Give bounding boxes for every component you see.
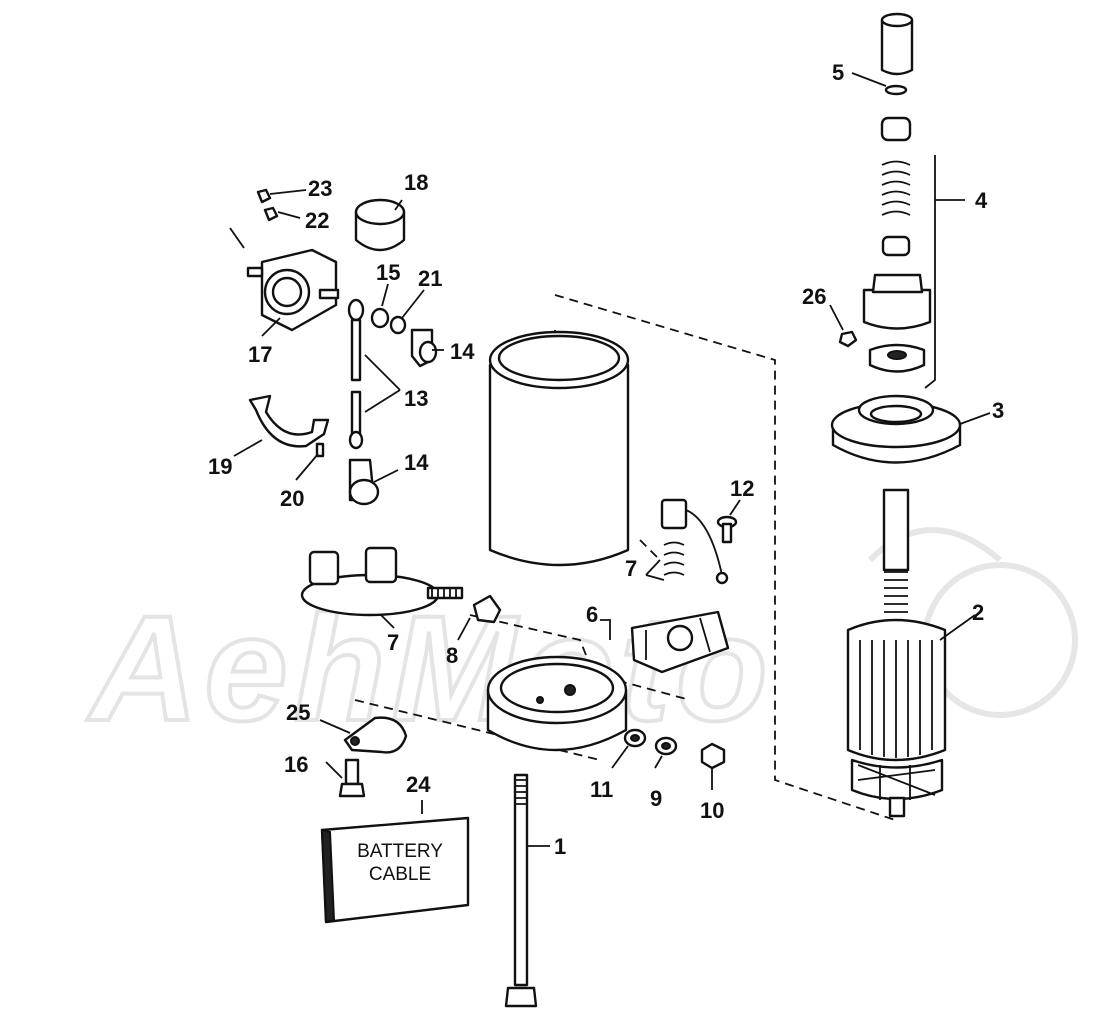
part-7-brush-ring	[300, 546, 464, 617]
part-9-washer	[654, 736, 678, 756]
part-2-armature	[846, 488, 947, 818]
callout-26: 26	[802, 284, 826, 309]
battery-box-line1: BATTERY	[357, 841, 443, 862]
callout-22: 22	[305, 208, 329, 233]
callout-18: 18	[404, 170, 428, 195]
part-22-nut	[263, 206, 279, 222]
callout-23: 23	[308, 176, 332, 201]
battery-box-line2: CABLE	[369, 864, 431, 885]
part-12-screw	[716, 515, 738, 544]
part-8-terminal	[472, 594, 502, 624]
part-17-solenoid	[229, 227, 340, 332]
commutator-end-frame	[486, 655, 628, 752]
callout-6: 6	[586, 602, 598, 627]
callout-16: 16	[284, 752, 308, 777]
callout-25: 25	[286, 700, 310, 725]
part-25-clamp	[343, 716, 408, 754]
callout-21: 21	[418, 266, 442, 291]
callout-9: 9	[650, 786, 662, 811]
callout-24: 24	[406, 772, 431, 797]
part-3-end-cap	[830, 394, 962, 464]
callout-5: 5	[832, 60, 844, 85]
part-20-screw	[315, 442, 325, 458]
callout-20: 20	[280, 486, 304, 511]
part-1-through-bolt	[504, 773, 538, 1008]
leader-lines	[233, 72, 991, 847]
part-21-nut	[389, 315, 407, 335]
callout-15: 15	[376, 260, 400, 285]
part-5-cap	[880, 12, 914, 96]
callout-labels: 1 2 3 4 5 6 7 7 8 9 10 11 12 13 14 14 15…	[208, 60, 1004, 859]
part-7-brush-spring	[660, 498, 729, 585]
part-26-nut	[838, 330, 858, 348]
part-16-bolt	[338, 758, 366, 798]
callout-4: 4	[975, 188, 988, 213]
part-4-drive-assembly	[862, 116, 932, 373]
part-24-battery-cable-box: BATTERY CABLE	[320, 816, 470, 924]
callout-12: 12	[730, 476, 754, 501]
callout-17: 17	[248, 342, 272, 367]
part-15-washer	[370, 307, 390, 329]
part-14-boot-lower	[348, 458, 380, 506]
part-14-boot-upper	[410, 328, 438, 368]
callout-1: 1	[554, 834, 566, 859]
part-6-brush-plate	[630, 610, 730, 674]
callout-7-upper: 7	[625, 556, 637, 581]
callout-19: 19	[208, 454, 232, 479]
callout-10: 10	[700, 798, 724, 823]
motor-housing	[488, 330, 630, 567]
part-18-boot	[354, 198, 406, 252]
part-23-nut	[256, 188, 272, 204]
callout-14-upper: 14	[450, 339, 475, 364]
callout-8: 8	[446, 643, 458, 668]
callout-3: 3	[992, 398, 1004, 423]
part-19-bracket	[248, 394, 330, 448]
callout-13: 13	[404, 386, 428, 411]
callout-2: 2	[972, 600, 984, 625]
part-10-nut	[700, 742, 726, 770]
callout-7-lower: 7	[387, 630, 399, 655]
part-13-cable	[347, 298, 365, 450]
callout-11: 11	[590, 777, 613, 802]
callout-14-lower: 14	[404, 450, 429, 475]
part-11-washer	[623, 728, 647, 748]
